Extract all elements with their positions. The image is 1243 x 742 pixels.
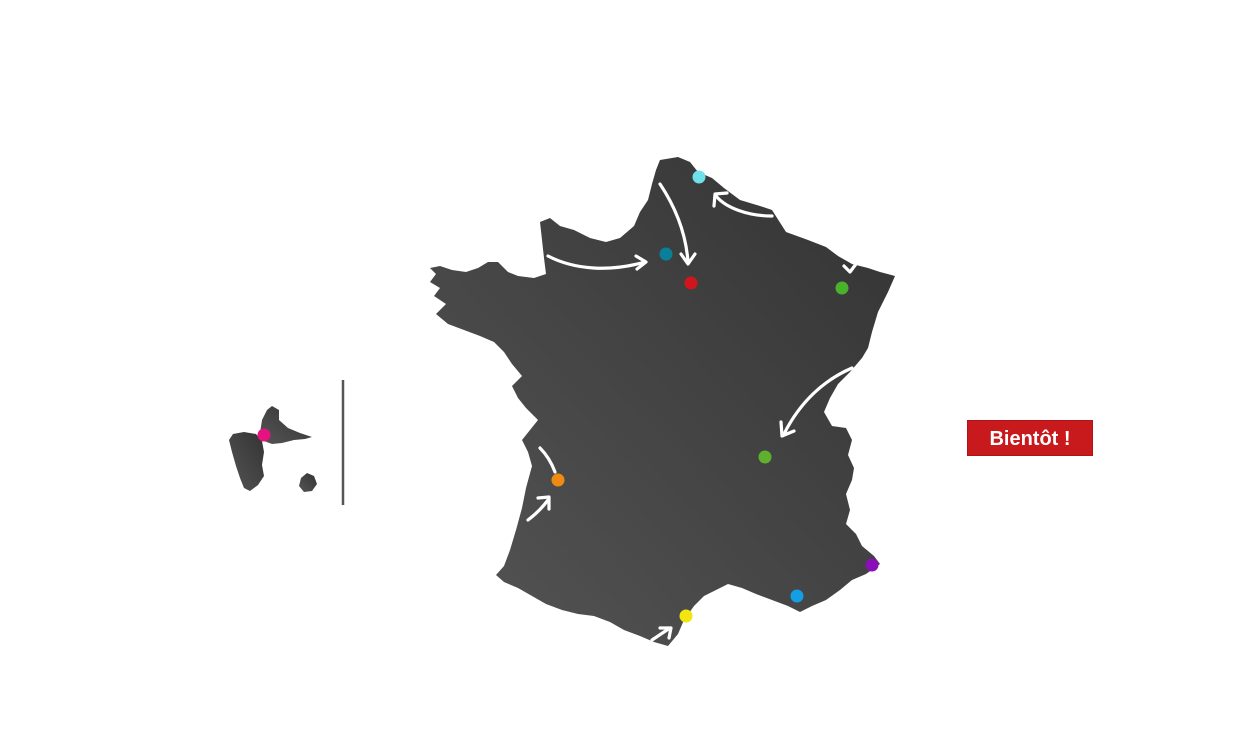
france-mainland <box>430 157 895 646</box>
arrow-east-to-lille <box>712 191 774 218</box>
arrow-north-to-paris <box>658 182 697 266</box>
city-dot-paris[interactable] <box>684 276 698 290</box>
city-dots <box>257 170 879 623</box>
city-dot-lille[interactable] <box>692 170 706 184</box>
arrow-coast-north-bordeaux <box>538 446 557 474</box>
arrow-atlantic-to-bordeaux <box>526 495 551 522</box>
city-dot-guadeloupe[interactable] <box>257 428 271 442</box>
city-dot-lyon[interactable] <box>758 450 772 464</box>
city-dot-strasbourg[interactable] <box>835 281 849 295</box>
city-dot-nice[interactable] <box>865 558 879 572</box>
city-dot-marseille[interactable] <box>790 589 804 603</box>
guadeloupe-inset <box>229 406 317 492</box>
city-dot-bordeaux[interactable] <box>551 473 565 487</box>
city-dot-rouen[interactable] <box>659 247 673 261</box>
arrow-south-to-toulouse <box>650 626 673 642</box>
arrow-normandy-to-rouen <box>546 254 648 271</box>
guadeloupe-marie-galante <box>299 473 317 492</box>
arrow-to-strasbourg <box>842 262 858 274</box>
city-dot-toulouse[interactable] <box>679 609 693 623</box>
arrow-alps-to-lyon <box>779 366 854 438</box>
guadeloupe-basse-terre <box>229 432 264 491</box>
coming-soon-badge[interactable]: Bientôt ! <box>967 420 1093 456</box>
guadeloupe-grande-terre <box>260 406 312 444</box>
